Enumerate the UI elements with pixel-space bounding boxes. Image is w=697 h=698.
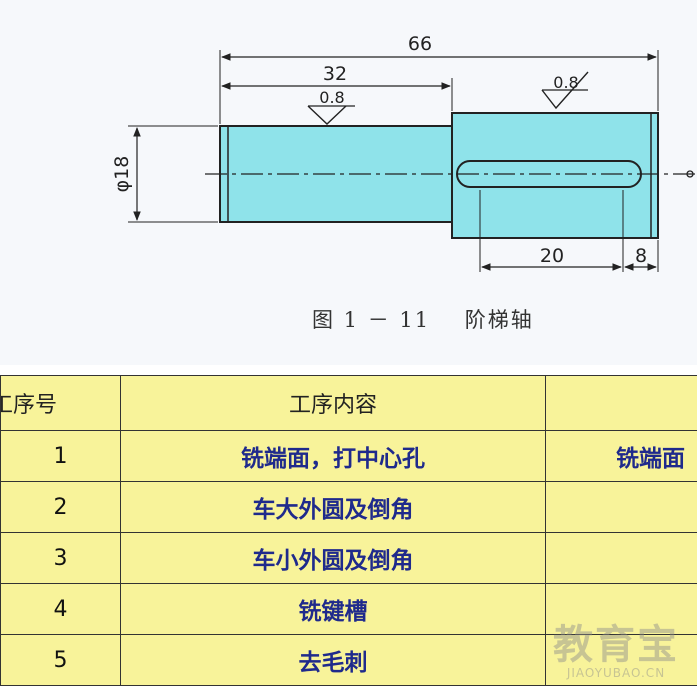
- stepped-shaft-drawing: 66 32 φ18 20 8 0.8 0.8 图 1 － 11 阶梯轴: [111, 33, 697, 332]
- process-table: 工序号 工序内容 1 铣端面，打中心孔 铣端面 2 车大外圆及倒角 3 车小外圆…: [0, 375, 697, 686]
- roughness-right-value: 0.8: [553, 73, 578, 92]
- row-step-extra: [545, 532, 697, 584]
- row-step-no: 1: [0, 430, 121, 482]
- watermark-brand: 教育宝: [553, 622, 679, 668]
- row-step-no: 5: [0, 634, 121, 686]
- table-header-row: 工序号 工序内容: [0, 375, 697, 431]
- dim-text-32: 32: [323, 63, 347, 85]
- row-step-no: 2: [0, 481, 121, 533]
- dim-text-8: 8: [635, 245, 647, 267]
- dim-text-diameter: φ18: [111, 156, 133, 193]
- row-step-extra: 铣端面: [545, 430, 697, 482]
- roughness-symbol-right: 0.8: [541, 71, 589, 110]
- row-step-content: 去毛刺: [120, 634, 546, 686]
- row-step-extra: [545, 481, 697, 533]
- header-extra: [545, 375, 697, 431]
- row-step-content: 铣端面，打中心孔: [120, 430, 546, 482]
- table-row: 4 铣键槽: [0, 583, 697, 635]
- row-step-no: 3: [0, 532, 121, 584]
- roughness-left-value: 0.8: [319, 88, 344, 107]
- watermark-url: JIAOYUBAO.CN: [566, 666, 666, 680]
- row-step-content: 车小外圆及倒角: [120, 532, 546, 584]
- table-row: 1 铣端面，打中心孔 铣端面: [0, 430, 697, 482]
- watermark: 教育宝 JIAOYUBAO.CN: [553, 624, 679, 680]
- row-step-content: 铣键槽: [120, 583, 546, 635]
- header-step-no: 工序号: [0, 375, 121, 431]
- table-row: 2 车大外圆及倒角: [0, 481, 697, 533]
- table-row: 3 车小外圆及倒角: [0, 532, 697, 584]
- row-step-extra: [545, 634, 697, 686]
- dim-text-66: 66: [408, 33, 432, 55]
- header-step-content: 工序内容: [120, 375, 546, 431]
- shaft-drawing-svg: 66 32 φ18 20 8 0.8 0.8 图 1 － 11 阶梯轴: [111, 33, 697, 332]
- figure-caption: 图 1 － 11 阶梯轴: [312, 308, 534, 332]
- table-row: 5 去毛刺: [0, 634, 697, 686]
- row-step-content: 车大外圆及倒角: [120, 481, 546, 533]
- dim-text-20: 20: [540, 245, 564, 267]
- center-hole-mark: [686, 170, 694, 178]
- row-step-no: 4: [0, 583, 121, 635]
- roughness-symbol-left: 0.8: [307, 88, 355, 125]
